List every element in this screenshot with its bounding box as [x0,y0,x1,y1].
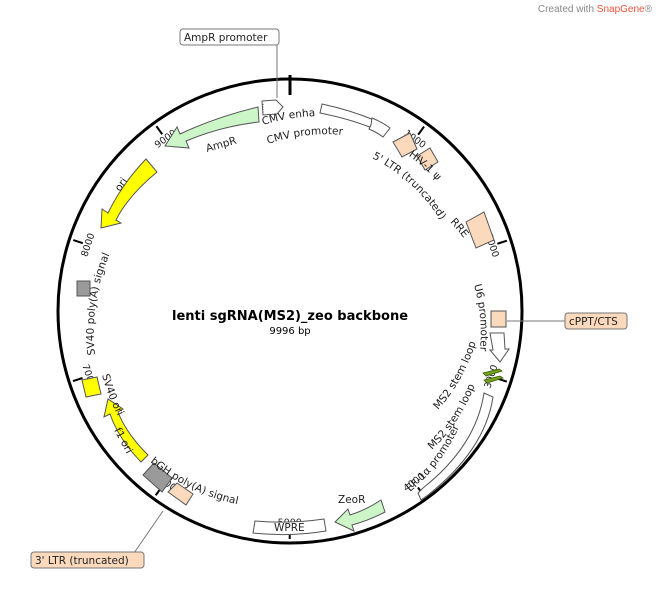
cmv-enhancer-feature [319,103,375,129]
plasmid-name: lenti sgRNA(MS2)_zeo backbone [172,309,408,324]
ms2-stemloop-1-feature [482,368,503,377]
ltr5-feature [392,132,418,158]
tick-mark-1000 [417,125,425,136]
zeor-feature [334,499,386,532]
ms2-stemloop-2-feature [483,375,504,384]
sv40-ori-feature [81,376,102,398]
watermark-suffix: ® [644,4,652,15]
ampr-promoter-feature [261,99,284,116]
rre-feature [465,211,495,249]
rre-label: RRE [448,216,471,240]
cmv-promoter-label: CMV promoter [265,125,344,147]
bgh-polya-feature [142,462,173,493]
ampr-promoter-callout-text: AmpR promoter [184,32,268,44]
hiv-psi-feature [416,147,439,171]
tick-mark-8000 [72,239,84,245]
u6-promoter-feature [488,332,510,363]
tick-mark-9000 [155,125,164,135]
ori-feature [100,158,158,229]
plasmid-size: 9996 bp [269,326,310,337]
ampr-label: AmpR [205,135,238,155]
ampr-feature [164,106,260,149]
sv40-polya-label: SV40 poly(A) signal [85,251,113,356]
cppt-feature [490,310,507,328]
snapgene-watermark: Created with SnapGene® [538,4,652,15]
tick-mark-2000 [497,239,508,245]
cppt-callout-text: cPPT/CTS [569,316,618,328]
ef1a-promoter-feature [417,392,494,501]
u6-label: U6 promoter [471,283,490,353]
tick-label-8000: 8000 [80,232,98,258]
ms2-stemloop-1-label: MS2 stem loop [431,339,479,412]
wpre-feature [252,518,327,536]
zeor-label: ZeoR [338,494,365,506]
sv40-ori-label: SV40 ori [99,373,126,418]
f1-ori-feature [103,398,149,463]
cppt-callout [564,312,628,330]
ltr3-callout [30,551,145,569]
ampr-promoter-callout [179,28,280,46]
ltr3-feature [167,482,194,506]
cmv-promoter-feature [368,117,391,138]
watermark-brand: SnapGene [596,4,645,15]
wpre-label: WPRE [274,522,305,534]
watermark-prefix: Created with [537,4,597,15]
tick-mark-7000 [72,377,83,383]
sv40-polya-feature [76,280,91,297]
ltr3-leader [133,510,164,554]
ltr3-callout-text: 3' LTR (truncated) [35,555,129,567]
